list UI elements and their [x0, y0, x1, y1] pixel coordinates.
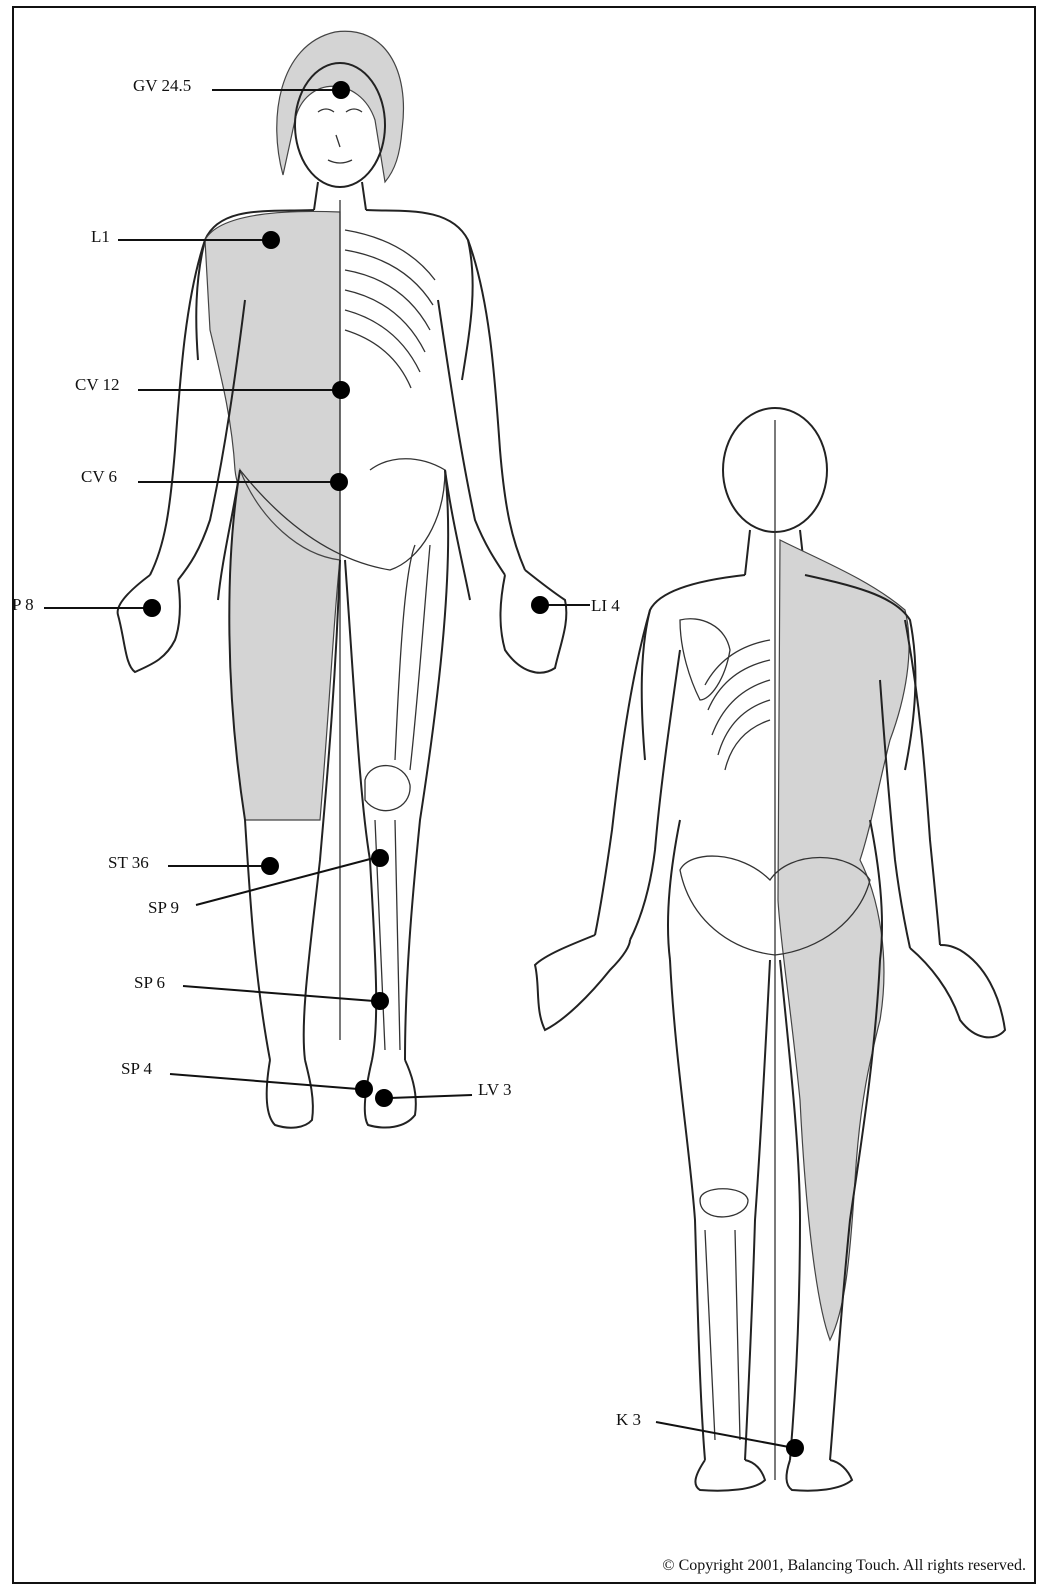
point-li4-label: LI 4 [591, 596, 620, 615]
back-muscle-shading [778, 540, 909, 1340]
point-lv3-dot [375, 1089, 393, 1107]
back-right-foot [786, 1460, 852, 1491]
back-figure [535, 408, 1005, 1491]
point-cv-12-dot [332, 381, 350, 399]
front-left-arm [438, 240, 525, 575]
point-k3-label: K 3 [616, 1410, 641, 1429]
back-left-arm [595, 610, 680, 940]
point-lv3-label: LV 3 [478, 1080, 512, 1099]
front-right-hand [118, 575, 180, 672]
point-gv-24-5-label: GV 24.5 [133, 76, 191, 95]
front-hair [277, 31, 404, 182]
front-muscle-shading [205, 211, 340, 560]
point-sp9-dot [371, 849, 389, 867]
front-figure [118, 31, 567, 1127]
acupoint-markers: GV 24.5 L1 CV 12 CV 6 P 8 LI 4 ST 36 SP … [12, 76, 804, 1457]
front-ribs [345, 230, 435, 388]
point-l1-label: L1 [91, 227, 110, 246]
point-st36-dot [261, 857, 279, 875]
front-left-hand [500, 570, 566, 673]
point-li4-dot [531, 596, 549, 614]
point-sp6-dot [371, 992, 389, 1010]
back-left-hand [535, 935, 630, 1030]
point-gv-24-5-dot [332, 81, 350, 99]
point-cv-12-label: CV 12 [75, 375, 120, 394]
point-sp4-dot [355, 1080, 373, 1098]
point-cv-6-dot [330, 473, 348, 491]
copyright-notice: © Copyright 2001, Balancing Touch. All r… [662, 1557, 1026, 1575]
point-cv-6-label: CV 6 [81, 467, 117, 486]
point-k3-dot [786, 1439, 804, 1457]
point-sp4-label: SP 4 [121, 1059, 153, 1078]
point-p8-label: P 8 [12, 595, 34, 614]
point-p8-dot [143, 599, 161, 617]
front-right-foot [267, 1060, 313, 1128]
point-sp9-label: SP 9 [148, 898, 179, 917]
back-right-hand [910, 945, 1005, 1037]
point-st36-label: ST 36 [108, 853, 149, 872]
back-left-foot [695, 1460, 765, 1491]
point-sp6-label: SP 6 [134, 973, 165, 992]
point-l1-dot [262, 231, 280, 249]
back-ribs [705, 640, 770, 770]
